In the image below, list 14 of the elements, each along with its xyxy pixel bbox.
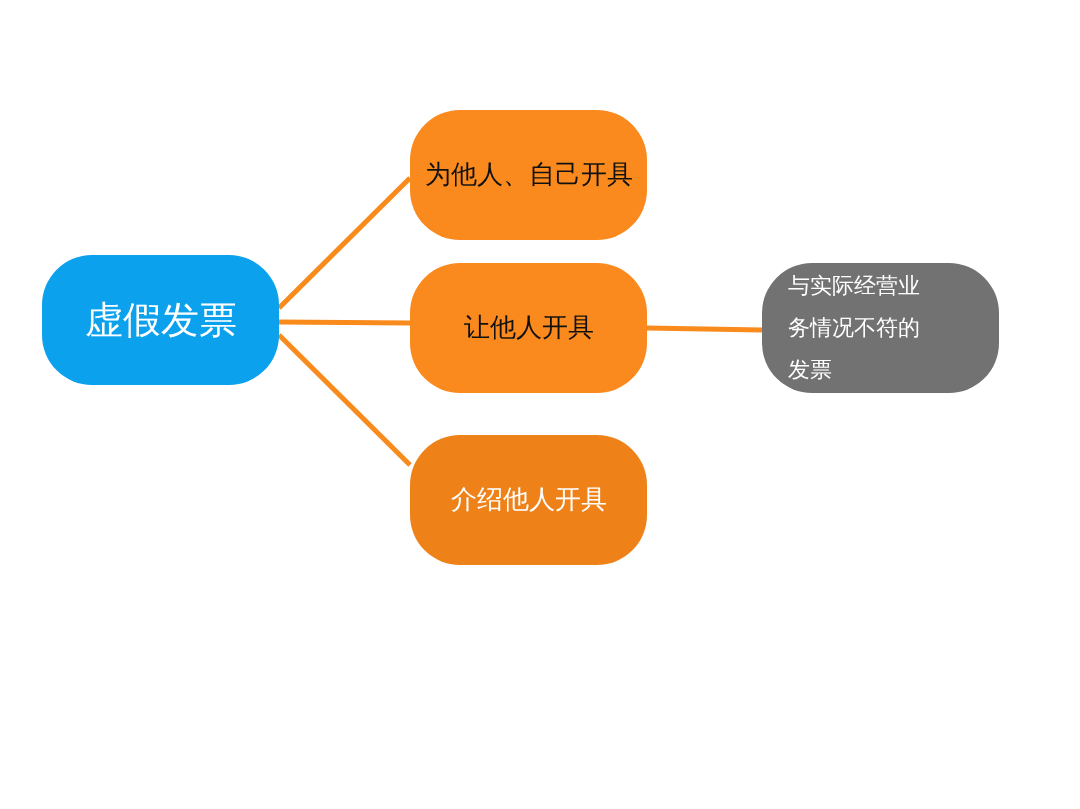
connector-line — [646, 325, 763, 333]
connector-line — [277, 176, 412, 310]
branch-box — [410, 435, 647, 565]
connector-line — [277, 333, 412, 467]
node-label: 为他人、自己开具 — [424, 158, 633, 192]
branch-box — [410, 110, 647, 240]
node-label: 介绍他人开具 — [450, 483, 607, 517]
node-label: 与实际经营业务情况不符的发票 — [788, 272, 921, 384]
node-label: 让他人开具 — [463, 311, 594, 345]
connector-line — [279, 319, 410, 326]
node-label: 虚假发票 — [84, 296, 237, 344]
branch-box — [410, 263, 647, 393]
detail-box — [762, 263, 999, 393]
topic-box — [42, 255, 279, 385]
